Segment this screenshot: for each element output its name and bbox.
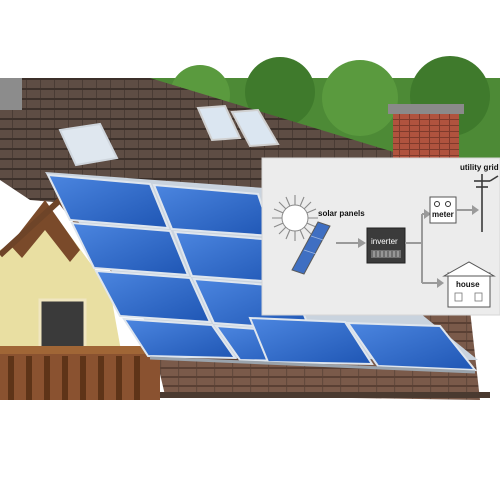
system-diagram: solar panels inverter bbox=[261, 157, 500, 316]
utility-grid-label: utility grid bbox=[460, 163, 499, 172]
house-icon bbox=[442, 261, 496, 308]
eave bbox=[0, 197, 63, 258]
utility-pole-icon bbox=[474, 174, 499, 232]
meter-label: meter bbox=[432, 210, 454, 219]
skylight-window bbox=[196, 104, 242, 142]
skylight-window bbox=[230, 108, 280, 148]
flow-arrowhead bbox=[358, 238, 366, 248]
balcony-balusters bbox=[8, 356, 140, 400]
chimney-cap bbox=[388, 104, 464, 114]
flow-arrowhead bbox=[437, 278, 444, 288]
balcony-top-rail bbox=[0, 346, 162, 354]
tree-canopy bbox=[322, 60, 398, 136]
flow-arrowhead bbox=[472, 205, 479, 215]
solar-panels-label: solar panels bbox=[318, 209, 365, 218]
flow-arrowhead bbox=[424, 209, 431, 219]
meter-icon bbox=[429, 196, 457, 224]
chimney bbox=[393, 110, 459, 162]
skylight-window bbox=[58, 122, 119, 167]
house-window bbox=[40, 300, 85, 355]
inverter-icon bbox=[366, 227, 406, 264]
gutter bbox=[160, 392, 490, 398]
solar-panel-icon bbox=[291, 221, 331, 275]
roof-vent bbox=[0, 78, 22, 110]
inverter-label: inverter bbox=[371, 237, 398, 246]
gable-wood bbox=[10, 200, 80, 262]
house-label: house bbox=[456, 280, 480, 289]
tree-canopy bbox=[245, 57, 315, 127]
sun-icon bbox=[272, 195, 318, 241]
mount-rail bbox=[149, 356, 476, 374]
